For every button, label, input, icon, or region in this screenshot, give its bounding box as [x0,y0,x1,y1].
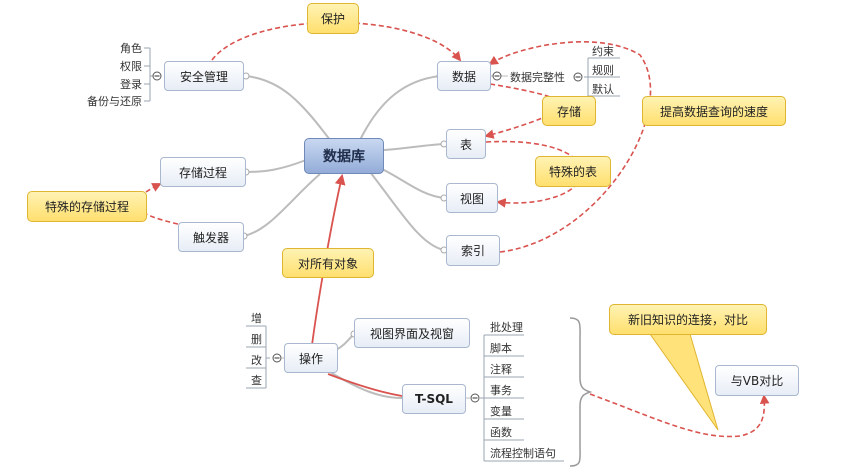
operation-item-update[interactable]: 改 [251,354,262,367]
connector-index [369,171,445,251]
security-item-login[interactable]: 登录 [120,78,142,91]
central-topic-database[interactable]: 数据库 [304,138,384,174]
branch-trigger[interactable]: 触发器 [178,222,244,252]
security-item-permissions[interactable]: 权限 [120,60,142,73]
callout-speed[interactable]: 提高数据查询的速度 [642,96,786,126]
branch-view[interactable]: 视图 [446,183,498,213]
callout-special-procedure[interactable]: 特殊的存储过程 [27,191,147,222]
relation-procedure-arrow [145,183,162,193]
tsql-brace [569,317,593,467]
tsql-item-variable[interactable]: 变量 [490,405,512,418]
tsql-item-flow-control[interactable]: 流程控制语句 [490,447,556,460]
relation-knowledge [589,393,770,438]
callout-storage[interactable]: 存储 [542,96,596,126]
tsql-item-function[interactable]: 函数 [490,426,512,439]
operation-item-add[interactable]: 增 [251,312,262,325]
connector-tsql [329,371,403,399]
callout-protect[interactable]: 保护 [307,3,359,34]
callout-knowledge-link[interactable]: 新旧知识的连接，对比 [609,304,767,335]
branch-operation[interactable]: 操作 [284,343,338,373]
integrity-item-default[interactable]: 默认 [592,83,614,96]
tsql-item-batch[interactable]: 批处理 [490,321,523,334]
relation-special-procedure [145,213,179,225]
tsql-item-script[interactable]: 脚本 [490,342,512,355]
connector-view [379,167,445,199]
branch-tsql[interactable]: T-SQL [402,384,466,414]
tsql-item-comment[interactable]: 注释 [490,363,512,376]
connector-trigger [243,173,321,237]
integrity-item-rule[interactable]: 规则 [592,64,614,77]
branch-index[interactable]: 索引 [446,235,500,266]
callout-all-objects[interactable]: 对所有对象 [282,248,374,278]
integrity-item-constraint[interactable]: 约束 [592,45,614,58]
connector-data [359,75,441,141]
security-item-roles[interactable]: 角色 [120,42,142,55]
operation-bracket [246,325,270,389]
security-item-backup-restore[interactable]: 备份与还原 [87,95,142,108]
branch-security-management[interactable]: 安全管理 [164,61,244,91]
relation-operation-tsql [327,373,403,397]
vb-compare-node[interactable]: 与VB对比 [715,365,799,396]
connector-table [383,143,445,151]
tsql-bracket [480,334,564,462]
connector-procedure [245,159,307,173]
branch-data[interactable]: 数据 [437,61,491,91]
security-bracket [144,47,154,102]
branch-table[interactable]: 表 [446,129,486,159]
connector-security [245,75,331,141]
relation-speed [488,41,652,253]
knowledge-callout-tail [649,333,719,431]
connector-view-ui [335,333,355,351]
data-integrity-label[interactable]: 数据完整性 [510,71,565,84]
tsql-item-transaction[interactable]: 事务 [490,384,512,397]
operation-item-query[interactable]: 查 [251,374,262,387]
branch-view-ui[interactable]: 视图界面及视窗 [354,318,470,348]
branch-stored-procedure[interactable]: 存储过程 [160,157,246,187]
callout-special-table[interactable]: 特殊的表 [535,156,611,187]
operation-item-delete[interactable]: 删 [251,333,262,346]
